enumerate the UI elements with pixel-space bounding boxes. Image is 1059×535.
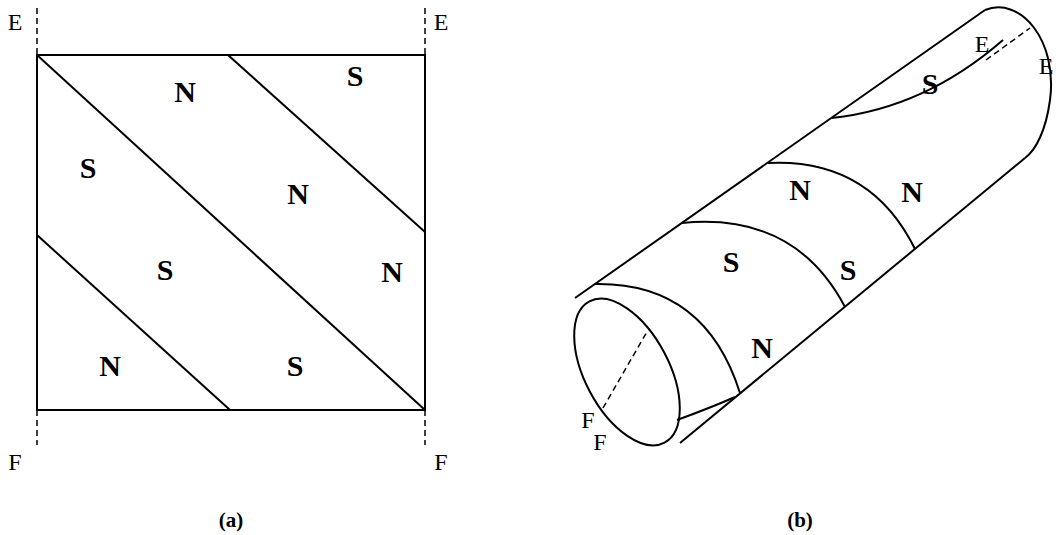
pole-letter: S [922, 69, 939, 99]
pole-letter: N [901, 177, 923, 207]
seam-letter: F [8, 450, 21, 474]
cylinder-far-end [985, 7, 1051, 158]
seam-letter: E [975, 32, 990, 56]
seam-line [424, 410, 426, 445]
helix-border [682, 222, 845, 307]
band-border [37, 235, 230, 410]
pole-letter: N [287, 179, 309, 209]
seam-letter: E [8, 10, 23, 34]
band-border [37, 55, 425, 410]
pole-letter: N [99, 351, 121, 381]
seam-letter: F [593, 430, 606, 454]
pole-letter: S [347, 61, 364, 91]
cylinder-end [552, 282, 701, 463]
pole-letter: S [840, 255, 857, 285]
band-border [228, 55, 425, 232]
pole-letter: N [789, 175, 811, 205]
seam-letter: F [434, 450, 447, 474]
seam-line [603, 330, 648, 408]
panel-caption: (a) [219, 510, 244, 531]
helix-border [768, 163, 915, 249]
pole-letter: N [174, 77, 196, 107]
panel-caption: (b) [787, 510, 813, 531]
cylinder-edge [680, 158, 1025, 443]
seam-letter: E [434, 10, 449, 34]
seam-letter: F [581, 408, 594, 432]
cylinder-edge [575, 10, 985, 298]
seam-line [424, 8, 426, 55]
sheet-outline [37, 55, 425, 410]
helix-border [677, 397, 735, 420]
seam-line [36, 410, 38, 445]
pole-letter: S [157, 255, 174, 285]
helix-border [595, 284, 740, 393]
pole-letter: N [381, 257, 403, 287]
pole-letter: S [723, 247, 740, 277]
pole-letter: S [287, 351, 304, 381]
seam-line [986, 28, 1030, 60]
seam-letter: E [1039, 54, 1054, 78]
pole-letter: S [80, 153, 97, 183]
pole-letter: N [751, 333, 773, 363]
seam-line [36, 8, 38, 55]
